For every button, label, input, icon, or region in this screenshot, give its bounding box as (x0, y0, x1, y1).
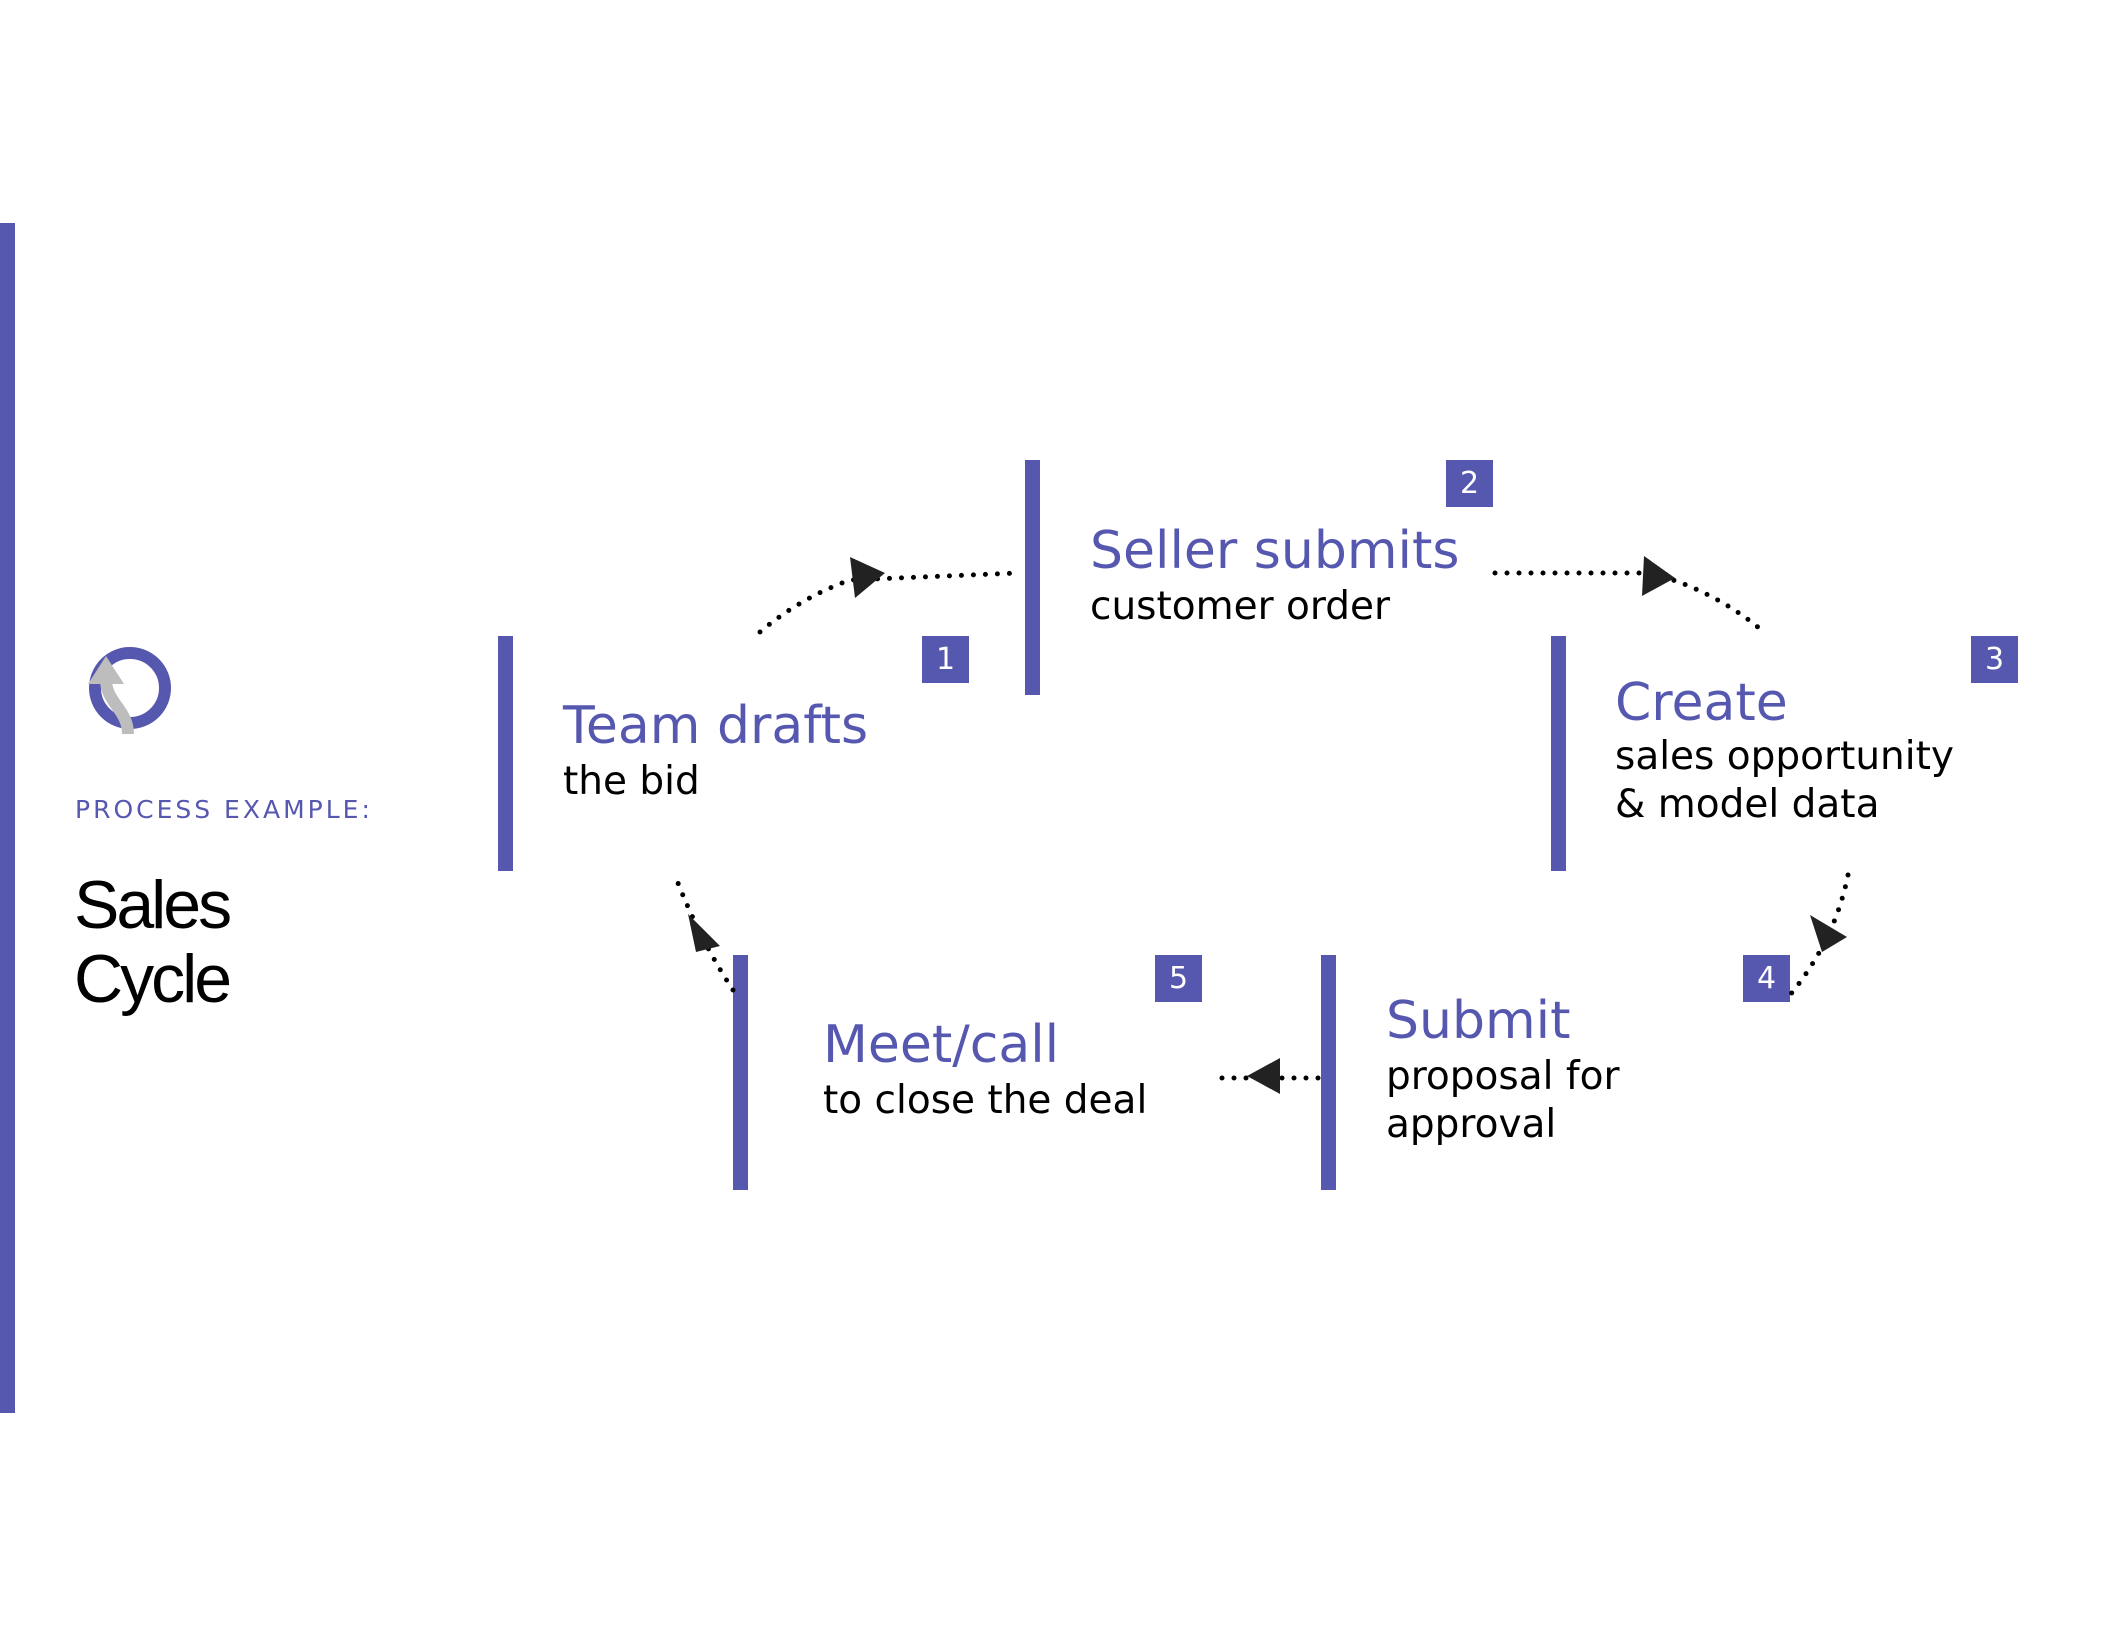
step-1-desc-line-1: the bid (563, 759, 700, 804)
arrow-5-to-1-path (673, 875, 736, 993)
step-3-bar (1551, 636, 1566, 871)
arrow-3-to-4-path (1787, 872, 1851, 998)
step-4-bar (1321, 955, 1336, 1190)
step-2-desc: customer order (1090, 583, 1390, 631)
arrow-1-to-2-path (757, 570, 1021, 635)
step-5-title: Meet/call (823, 1015, 1060, 1075)
step-5-desc-line-1: to close the deal (823, 1078, 1148, 1123)
process-eyebrow: PROCESS EXAMPLE: (75, 795, 373, 824)
arrow-4-to-5-head (1247, 1058, 1280, 1094)
arrow-3-to-4-head (1810, 915, 1847, 952)
arrow-5-to-1-head (688, 914, 720, 952)
step-3-title: Create (1615, 673, 1788, 733)
step-5-number-badge: 5 (1155, 955, 1202, 1002)
page-title: Sales Cycle (74, 866, 232, 1017)
title-line-1: Sales (74, 866, 232, 943)
return-arrow-stem (100, 679, 134, 735)
step-2-number-badge: 2 (1446, 460, 1493, 507)
step-5-bar (733, 955, 748, 1190)
step-5-desc: to close the deal (823, 1077, 1147, 1125)
return-arrowhead (88, 656, 124, 684)
step-4-desc: proposal for approval (1386, 1053, 1620, 1149)
step-3-number-badge: 3 (1971, 636, 2018, 683)
arrow-2-to-3-head (1642, 556, 1675, 596)
step-2-desc-line-1: customer order (1090, 584, 1391, 629)
arrow-1-to-2-head (850, 557, 885, 598)
step-1-number-badge: 1 (922, 636, 969, 683)
step-4-number-badge: 4 (1743, 955, 1790, 1002)
step-2-bar (1025, 460, 1040, 695)
step-3-desc: sales opportunity & model data (1615, 733, 1954, 829)
step-1-desc: the bid (563, 758, 700, 806)
step-4-desc-line-2: approval (1386, 1102, 1557, 1147)
step-1-bar (498, 636, 513, 871)
step-4-desc-line-1: proposal for (1386, 1054, 1620, 1099)
cycle-arrow-icon (88, 647, 171, 735)
step-2-title: Seller submits (1090, 521, 1460, 581)
step-3-desc-line-2: & model data (1615, 782, 1880, 827)
step-1-title: Team drafts (563, 696, 869, 756)
step-3-desc-line-1: sales opportunity (1615, 734, 1954, 779)
left-accent-bar (0, 223, 15, 1413)
title-line-2: Cycle (74, 940, 232, 1017)
arrow-2-to-3-path (1492, 570, 1768, 636)
step-4-title: Submit (1386, 991, 1571, 1051)
